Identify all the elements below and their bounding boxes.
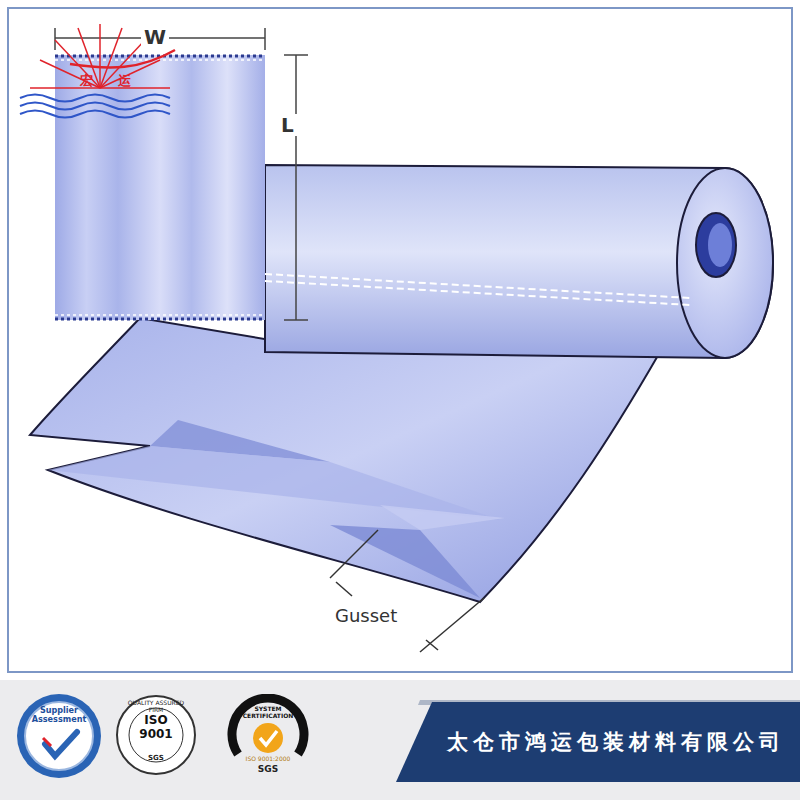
badge-text: ISO 9001:2000 (233, 756, 303, 763)
badge-text: ISO 9001 (134, 714, 178, 742)
logo-character: 运 (118, 74, 131, 88)
badge-text: SGS (136, 754, 176, 762)
dimension-label: W (141, 26, 169, 48)
iso-badge: QUALITY ASSURED FIRMISO 9001SGS (115, 694, 197, 776)
part-label: Gusset (332, 606, 400, 626)
logo-character: 宏 (80, 74, 93, 88)
supplier-badge: Supplier Assessment (15, 692, 103, 780)
badge-text: SGS (253, 764, 283, 774)
certification-badge: SYSTEM CERTIFICATION ISO 9001:2000SGS (226, 694, 310, 776)
company-name: 太仓市鸿运包装材料有限公司 (436, 730, 796, 754)
badge-text: Supplier Assessment (30, 706, 88, 725)
dimension-label: L (278, 114, 297, 136)
company-band: 太仓市鸿运包装材料有限公司 (396, 702, 800, 782)
badge-text: QUALITY ASSURED FIRM (126, 700, 186, 714)
badge-text: SYSTEM CERTIFICATION (233, 706, 303, 720)
